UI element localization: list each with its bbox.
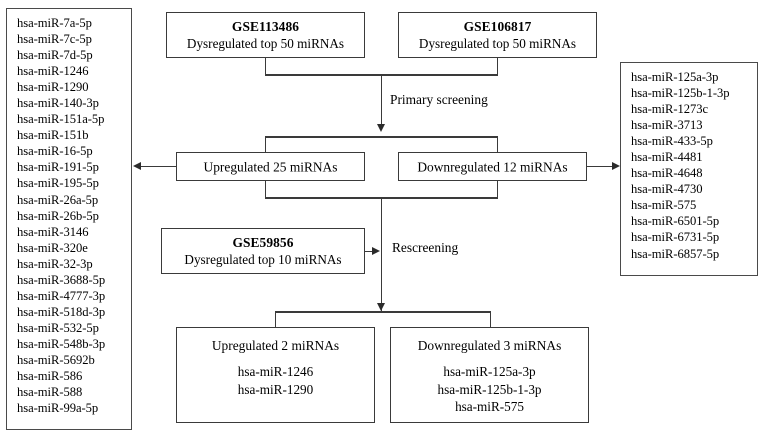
list-item: hsa-miR-151a-5p <box>17 112 105 127</box>
list-item: hsa-miR-588 <box>17 385 83 400</box>
list-item: hsa-miR-7d-5p <box>17 48 93 63</box>
list-item: hsa-miR-1273c <box>631 102 708 117</box>
list-item: hsa-miR-548b-3p <box>17 336 106 351</box>
connector-downregulated-to-right-list <box>587 165 613 168</box>
list-item: hsa-miR-320e <box>17 240 88 255</box>
dataset-box-gse106817: GSE106817 Dysregulated top 50 miRNAs <box>398 12 597 58</box>
list-item: hsa-miR-125a-3p <box>631 70 719 84</box>
connector-gse113486-down <box>264 58 267 75</box>
connector-gse59856-to-stem <box>365 250 373 253</box>
list-item: hsa-miR-3688-5p <box>17 272 106 287</box>
stage1-downregulated-box: Downregulated 12 miRNAs <box>398 152 587 181</box>
edge-label-rescreening: Rescreening <box>392 240 459 255</box>
list-item: hsa-miR-151b <box>17 128 89 143</box>
dataset-caption: Dysregulated top 50 miRNAs <box>186 36 345 51</box>
stage2-upregulated-header: Upregulated 2 miRNAs <box>211 338 340 353</box>
stage1-upregulated-label: Upregulated 25 miRNAs <box>203 159 338 174</box>
list-item: hsa-miR-3146 <box>17 224 89 239</box>
arrowhead-primary-screening <box>376 124 385 132</box>
connector-stage1-up-drop <box>264 136 267 153</box>
arrowhead-left-list <box>133 161 141 170</box>
result-item: hsa-miR-125a-3p <box>443 364 536 379</box>
list-item: hsa-miR-7a-5p <box>17 16 92 30</box>
list-item: hsa-miR-4648 <box>631 166 703 181</box>
list-item: hsa-miR-4481 <box>631 150 703 165</box>
result-item: hsa-miR-125b-1-3p <box>437 381 542 397</box>
list-item: hsa-miR-433-5p <box>631 134 713 149</box>
list-item: hsa-miR-3713 <box>631 118 703 133</box>
list-item: hsa-miR-99a-5p <box>17 401 99 416</box>
edge-label-primary-screening: Primary screening <box>390 92 488 107</box>
dataset-id: GSE59856 <box>232 235 294 250</box>
stage2-downregulated-header: Downregulated 3 miRNAs <box>417 338 562 353</box>
stage2-downregulated-box: Downregulated 3 miRNAs hsa-miR-125a-3p h… <box>390 327 589 423</box>
connector-rescreening-stem <box>380 197 383 311</box>
dataset-caption: Dysregulated top 50 miRNAs <box>418 36 577 51</box>
list-item: hsa-miR-26b-5p <box>17 208 99 223</box>
downregulated-mirna-list-panel: hsa-miR-125a-3p hsa-miR-125b-1-3p hsa-mi… <box>620 62 758 276</box>
connector-stage2-down-drop <box>489 311 492 328</box>
dataset-box-gse113486: GSE113486 Dysregulated top 50 miRNAs <box>166 12 365 58</box>
list-item: hsa-miR-191-5p <box>17 160 99 175</box>
arrowhead-gse59856-to-stem <box>372 246 380 255</box>
connector-gse106817-down <box>496 58 499 75</box>
result-item: hsa-miR-575 <box>455 399 524 414</box>
result-item: hsa-miR-1246 <box>237 364 314 379</box>
list-item: hsa-miR-5692b <box>17 352 95 367</box>
list-item: hsa-miR-140-3p <box>17 96 99 111</box>
list-item: hsa-miR-518d-3p <box>17 304 106 319</box>
list-item: hsa-miR-195-5p <box>17 176 99 191</box>
stage2-upregulated-box: Upregulated 2 miRNAs hsa-miR-1246 hsa-mi… <box>176 327 375 423</box>
list-item: hsa-miR-7c-5p <box>17 32 92 47</box>
list-item: hsa-miR-532-5p <box>17 320 99 335</box>
connector-primary-screening-stem <box>380 74 383 125</box>
connector-stage2-up-drop <box>274 311 277 328</box>
list-item: hsa-miR-1246 <box>17 64 89 79</box>
list-item: hsa-miR-6731-5p <box>631 230 720 245</box>
connector-up-box-down <box>264 181 267 198</box>
list-item: hsa-miR-4777-3p <box>17 288 106 303</box>
arrowhead-right-list <box>612 161 620 170</box>
stage1-downregulated-label: Downregulated 12 miRNAs <box>417 159 568 174</box>
list-item: hsa-miR-4730 <box>631 182 703 197</box>
list-item: hsa-miR-26a-5p <box>17 192 99 207</box>
stage1-upregulated-box: Upregulated 25 miRNAs <box>176 152 365 181</box>
connector-stage2-split-bar <box>274 311 491 313</box>
list-item: hsa-miR-586 <box>17 369 83 384</box>
connector-stage1-down-drop <box>496 136 499 153</box>
upregulated-mirna-list-panel: hsa-miR-7a-5p hsa-miR-7c-5p hsa-miR-7d-5… <box>6 8 132 430</box>
dataset-id: GSE113486 <box>231 19 300 34</box>
list-item: hsa-miR-32-3p <box>17 256 93 271</box>
list-item: hsa-miR-125b-1-3p <box>631 86 730 101</box>
connector-down-box-down <box>496 181 499 198</box>
list-item: hsa-miR-6501-5p <box>631 214 720 229</box>
arrowhead-rescreening <box>376 303 385 311</box>
dataset-caption: Dysregulated top 10 miRNAs <box>184 252 342 267</box>
list-item: hsa-miR-6857-5p <box>631 246 720 261</box>
list-item: hsa-miR-1290 <box>17 80 89 95</box>
dataset-id: GSE106817 <box>463 19 532 34</box>
connector-upregulated-to-left-list <box>140 165 176 168</box>
result-item: hsa-miR-1290 <box>237 381 314 397</box>
list-item: hsa-miR-16-5p <box>17 144 93 159</box>
list-item: hsa-miR-575 <box>631 198 697 213</box>
dataset-box-gse59856: GSE59856 Dysregulated top 10 miRNAs <box>161 228 365 274</box>
connector-stage1-split-bar <box>264 136 498 138</box>
